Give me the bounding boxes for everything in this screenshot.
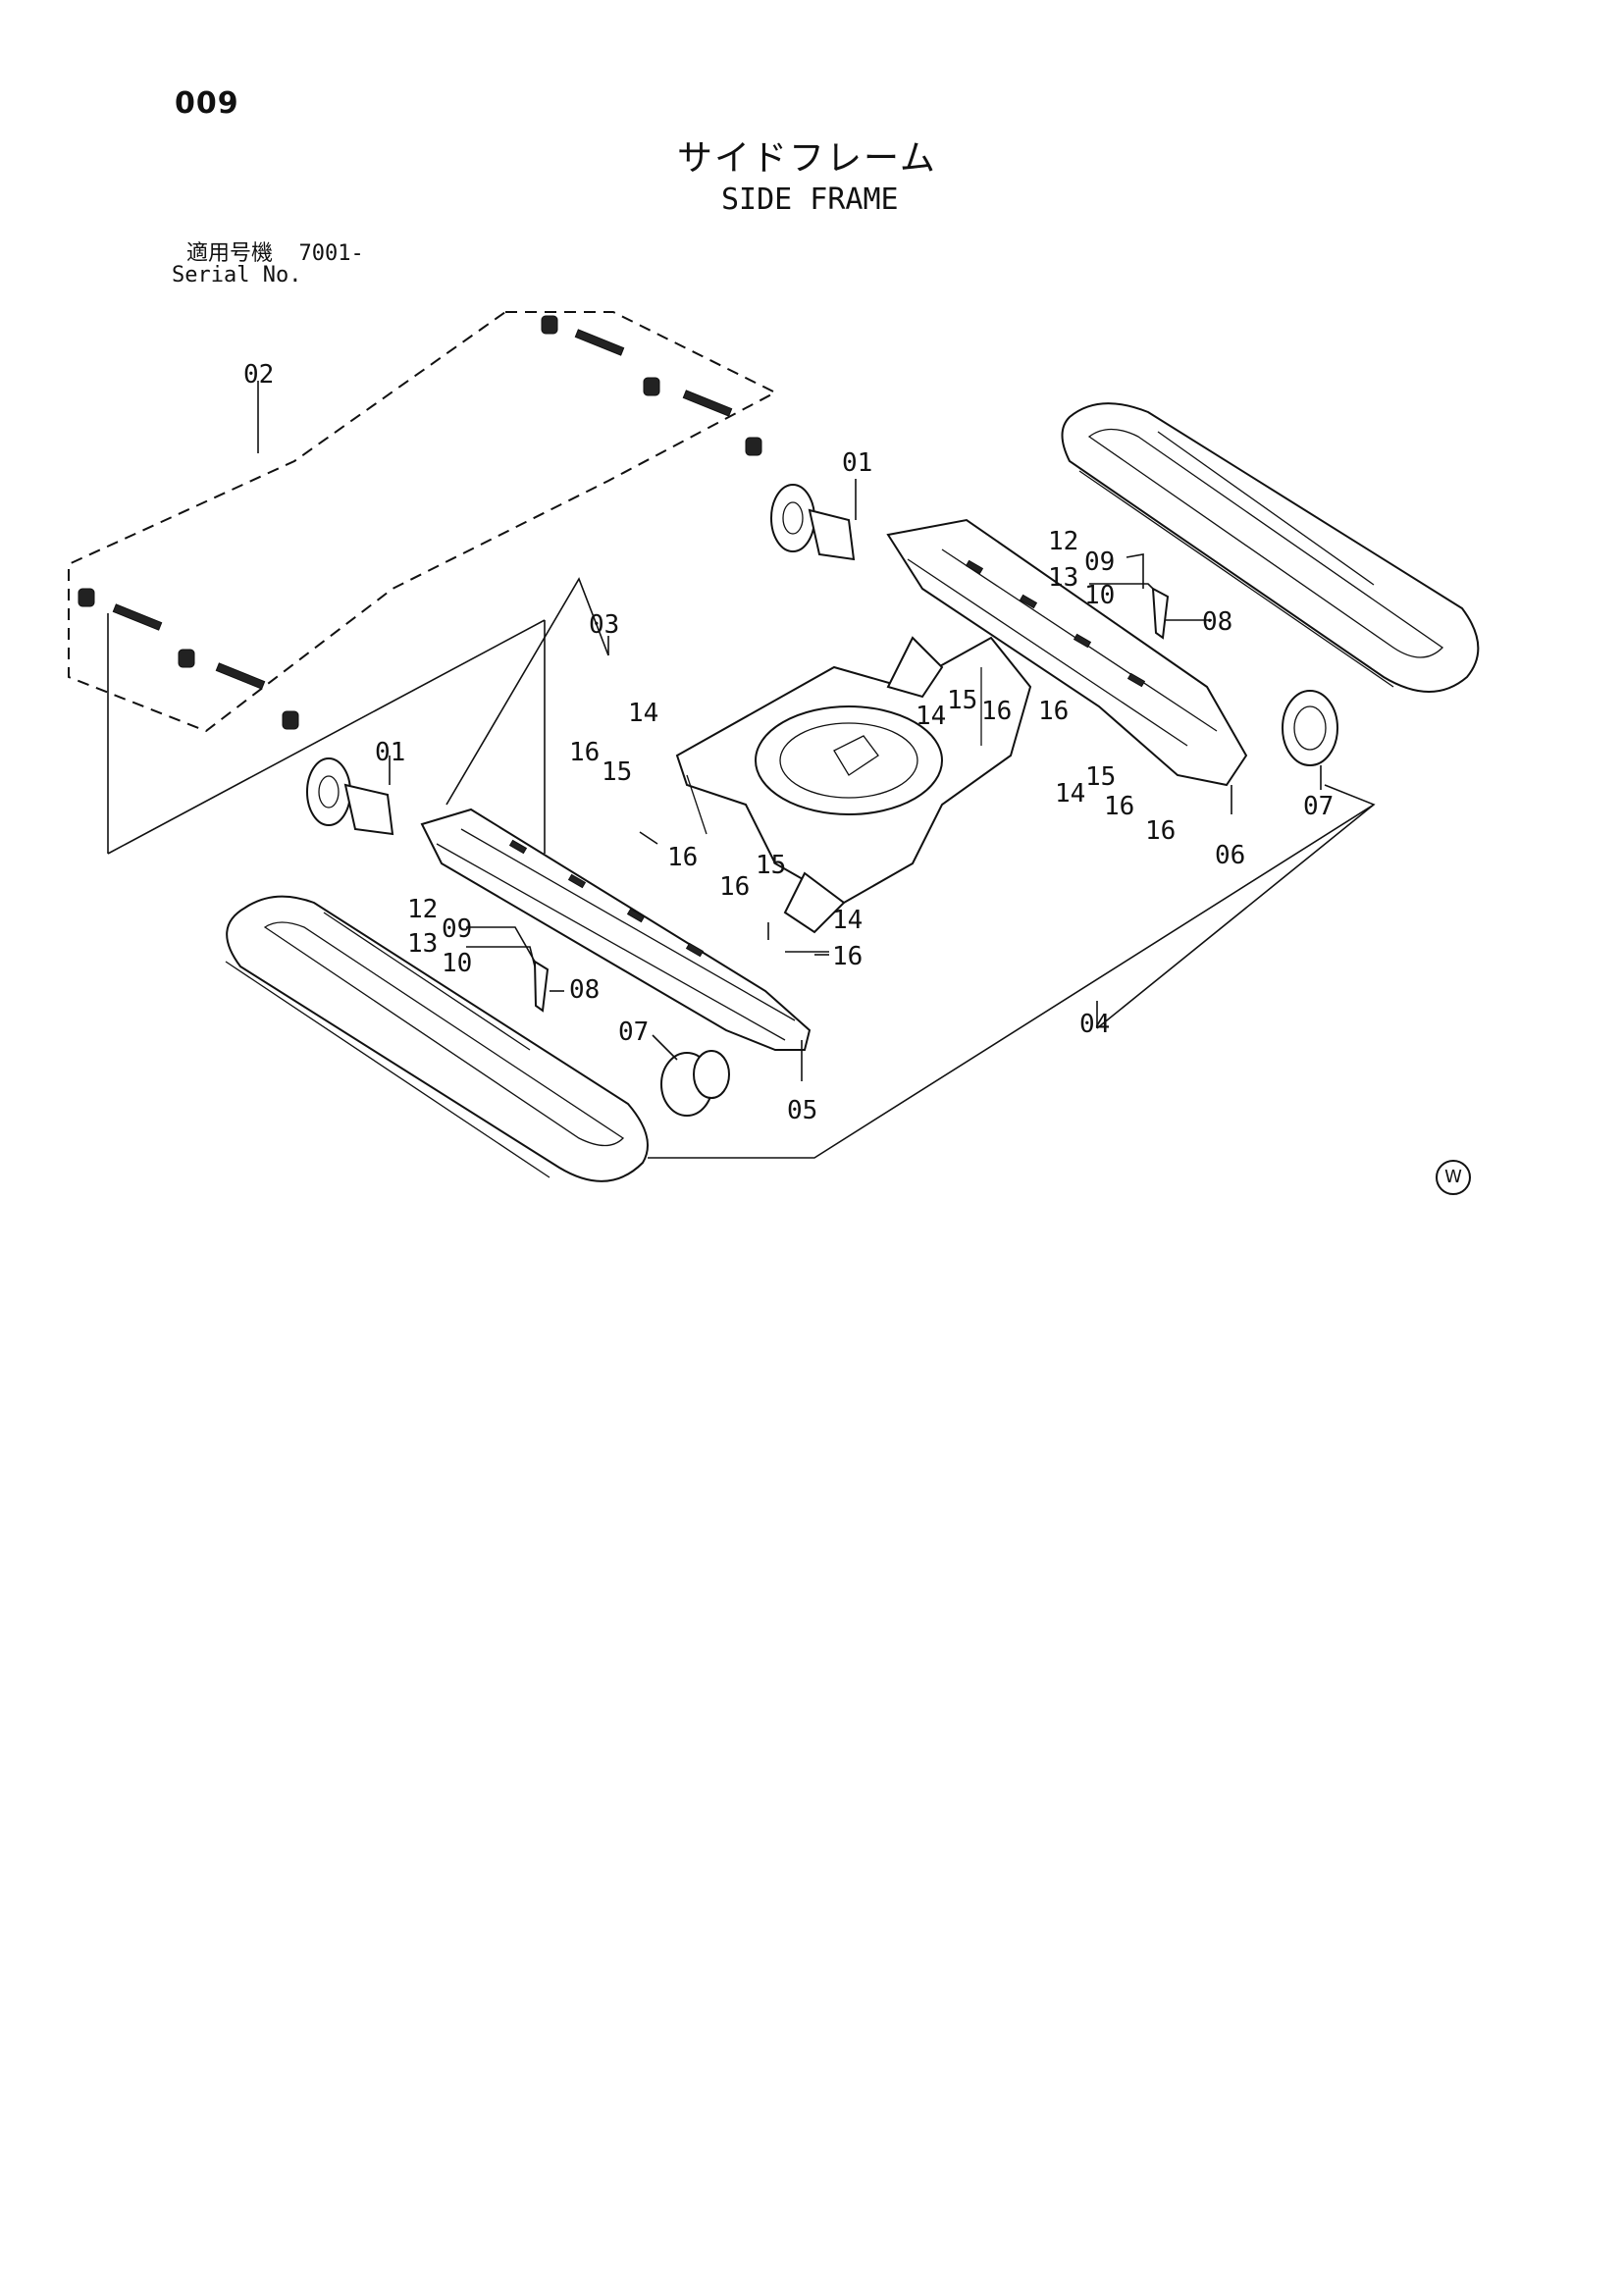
center-frame xyxy=(675,636,1032,934)
idler-lower xyxy=(306,757,394,836)
callout-03: 03 xyxy=(589,610,619,640)
track-lower xyxy=(225,895,649,1182)
callout-14-d: 14 xyxy=(832,906,863,935)
title-english: SIDE FRAME xyxy=(721,183,899,217)
callout-01-lower: 01 xyxy=(375,738,405,767)
callout-16-g: 16 xyxy=(1104,792,1134,821)
guard-lower xyxy=(533,960,550,1013)
callout-labels: 01 01 02 03 04 05 06 07 07 08 08 09 09 1… xyxy=(243,360,1334,1125)
callout-13-upper: 13 xyxy=(1048,563,1078,593)
callout-15-d: 15 xyxy=(756,851,786,880)
callout-12-lower: 12 xyxy=(407,895,438,924)
callout-09-lower: 09 xyxy=(442,914,472,944)
callout-15-b: 15 xyxy=(947,686,977,715)
serial-label-english: Serial No. xyxy=(172,263,302,287)
callout-10-upper: 10 xyxy=(1084,581,1115,610)
final-drive-upper xyxy=(1282,690,1338,766)
guard-upper xyxy=(1151,587,1170,640)
callout-09-upper: 09 xyxy=(1084,548,1115,577)
track-upper xyxy=(1061,402,1480,693)
page-number: 009 xyxy=(175,86,239,121)
kit-02-boundary xyxy=(68,311,778,733)
leader-lines xyxy=(107,381,1376,1159)
callout-15-c: 15 xyxy=(1085,762,1116,792)
callout-16-e: 16 xyxy=(981,697,1012,726)
callout-12-upper: 12 xyxy=(1048,527,1078,556)
serial-line-japanese: 適用号機 7001- xyxy=(186,235,364,267)
serial-label-jp: 適用号機 xyxy=(186,241,274,266)
callout-16-b: 16 xyxy=(667,843,698,872)
idler-upper xyxy=(770,484,856,561)
side-frame-lower xyxy=(420,808,812,1051)
callout-07-lower: 07 xyxy=(618,1018,649,1047)
callout-07-upper: 07 xyxy=(1303,792,1334,821)
callout-08-lower: 08 xyxy=(569,975,600,1005)
serial-value: 7001- xyxy=(298,241,364,266)
callout-16-a: 16 xyxy=(569,738,600,767)
callout-14-c: 14 xyxy=(1055,779,1085,809)
callout-04: 04 xyxy=(1079,1010,1110,1039)
callout-13-lower: 13 xyxy=(407,929,438,959)
callout-01-upper: 01 xyxy=(842,448,872,478)
callout-10-lower: 10 xyxy=(442,949,472,978)
callout-15-a: 15 xyxy=(602,757,632,787)
callout-06: 06 xyxy=(1215,841,1245,870)
side-frame-upper xyxy=(886,518,1248,787)
callout-02: 02 xyxy=(243,360,274,390)
callout-16-d: 16 xyxy=(832,942,863,971)
callout-08-upper: 08 xyxy=(1202,607,1232,637)
final-drive-lower xyxy=(660,1050,730,1117)
kit-02-parts-icon xyxy=(78,315,762,730)
callout-05: 05 xyxy=(787,1096,817,1125)
callout-16-f: 16 xyxy=(1038,697,1069,726)
callout-16-h: 16 xyxy=(1145,816,1176,846)
callout-14-a: 14 xyxy=(628,699,658,728)
w-mark: W xyxy=(1436,1160,1471,1195)
callout-16-c: 16 xyxy=(719,872,750,902)
title-japanese: サイドフレーム xyxy=(677,138,937,179)
callout-14-b: 14 xyxy=(916,702,946,731)
